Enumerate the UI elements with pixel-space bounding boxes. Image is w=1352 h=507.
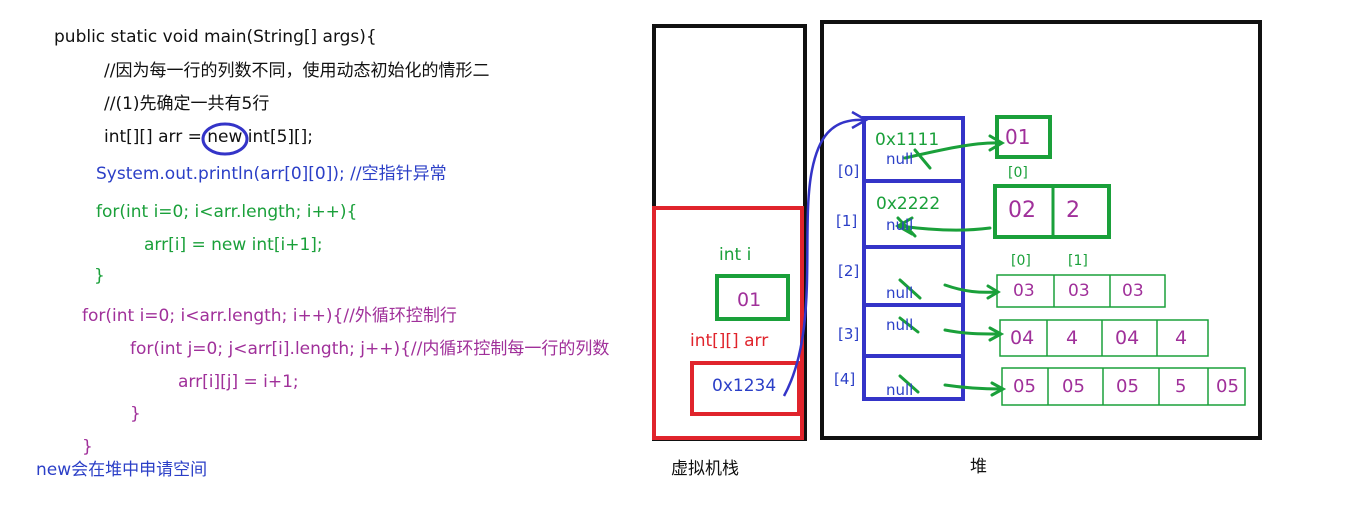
row4-cell-1: 05 <box>1062 376 1085 397</box>
var-i-value: 01 <box>737 289 762 311</box>
new-note: new会在堆中申请空间 <box>36 460 208 480</box>
outer-address-1: 0x2222 <box>876 194 941 214</box>
outer-index-4: [4] <box>834 370 856 388</box>
outer-index-1: [1] <box>836 212 858 230</box>
arr-reference-arrow <box>782 118 865 397</box>
outer-index-3: [3] <box>838 325 860 343</box>
row4-cell-4: 05 <box>1216 376 1239 397</box>
outer-null-3: null <box>886 316 914 334</box>
row3-cell-2: 04 <box>1115 327 1140 349</box>
code-line-declare: int[][] arr = new int[5][]; <box>104 127 314 147</box>
row4-box <box>1001 367 1246 406</box>
code-line-main: public static void main(String[] args){ <box>54 27 377 47</box>
code-line-for2: for(int i=0; i<arr.length; i++){//外循环控制行 <box>82 306 457 326</box>
heap-box <box>820 20 1262 440</box>
var-i-box <box>715 274 790 321</box>
row2-cell-2: 03 <box>1122 281 1144 301</box>
outer-address-0: 0x1111 <box>875 130 940 150</box>
row1-index-0: [0] <box>1011 253 1031 269</box>
outer-null-2: null <box>886 284 914 302</box>
code-line-close1: } <box>94 266 105 286</box>
code-comment-2: //(1)先确定一共有5行 <box>104 94 270 114</box>
code-line-close3: } <box>82 437 93 457</box>
outer-array <box>862 116 965 401</box>
arrow-row1 <box>898 224 992 232</box>
row0-box <box>995 115 1052 159</box>
code-line-for3: for(int j=0; j<arr[i].length; j++){//内循环… <box>130 339 610 359</box>
var-arr-box <box>690 361 801 416</box>
row1-cell-1: 2 <box>1066 198 1080 223</box>
row0-index-0: [0] <box>1008 165 1028 181</box>
var-i-label: int i <box>719 245 752 265</box>
arrow-row2 <box>943 283 999 294</box>
outer-null-0: null <box>886 150 914 168</box>
var-arr-label: int[][] arr <box>690 331 769 351</box>
stack-label: 虚拟机栈 <box>671 459 739 479</box>
row2-cell-1: 03 <box>1068 281 1090 301</box>
heap-label: 堆 <box>970 457 987 477</box>
row2-cell-0: 03 <box>1013 281 1035 301</box>
row3-cell-1: 4 <box>1066 327 1079 349</box>
var-arr-value: 0x1234 <box>712 376 777 396</box>
outer-index-0: [0] <box>838 162 860 180</box>
arrow-row0 <box>903 141 1002 160</box>
outer-null-1: null <box>886 216 914 234</box>
new-highlight-circle <box>201 122 249 156</box>
code-line-for1: for(int i=0; i<arr.length; i++){ <box>96 202 358 222</box>
code-line-alloc: arr[i] = new int[i+1]; <box>144 235 323 255</box>
code-line-assign: arr[i][j] = i+1; <box>178 372 299 392</box>
outer-null-4: null <box>886 381 914 399</box>
code-line-println: System.out.println(arr[0][0]); //空指针异常 <box>96 164 447 184</box>
arrow-row3 <box>943 328 1002 336</box>
row4-cell-2: 05 <box>1116 376 1139 397</box>
arrow-row4 <box>943 383 1004 391</box>
main-frame-box <box>652 206 804 440</box>
row3-cell-0: 04 <box>1010 327 1035 349</box>
row4-cell-0: 05 <box>1013 376 1036 397</box>
code-comment-1: //因为每一行的列数不同，使用动态初始化的情形二 <box>104 61 490 81</box>
row0-cell-0: 01 <box>1005 125 1031 149</box>
row1-cell-0: 02 <box>1008 198 1036 223</box>
outer-index-2: [2] <box>838 262 860 280</box>
row4-cell-3: 5 <box>1175 376 1187 397</box>
row1-index-1: [1] <box>1068 253 1088 269</box>
code-line-close2: } <box>130 404 141 424</box>
row3-box <box>999 319 1209 357</box>
row3-cell-3: 4 <box>1175 327 1188 349</box>
